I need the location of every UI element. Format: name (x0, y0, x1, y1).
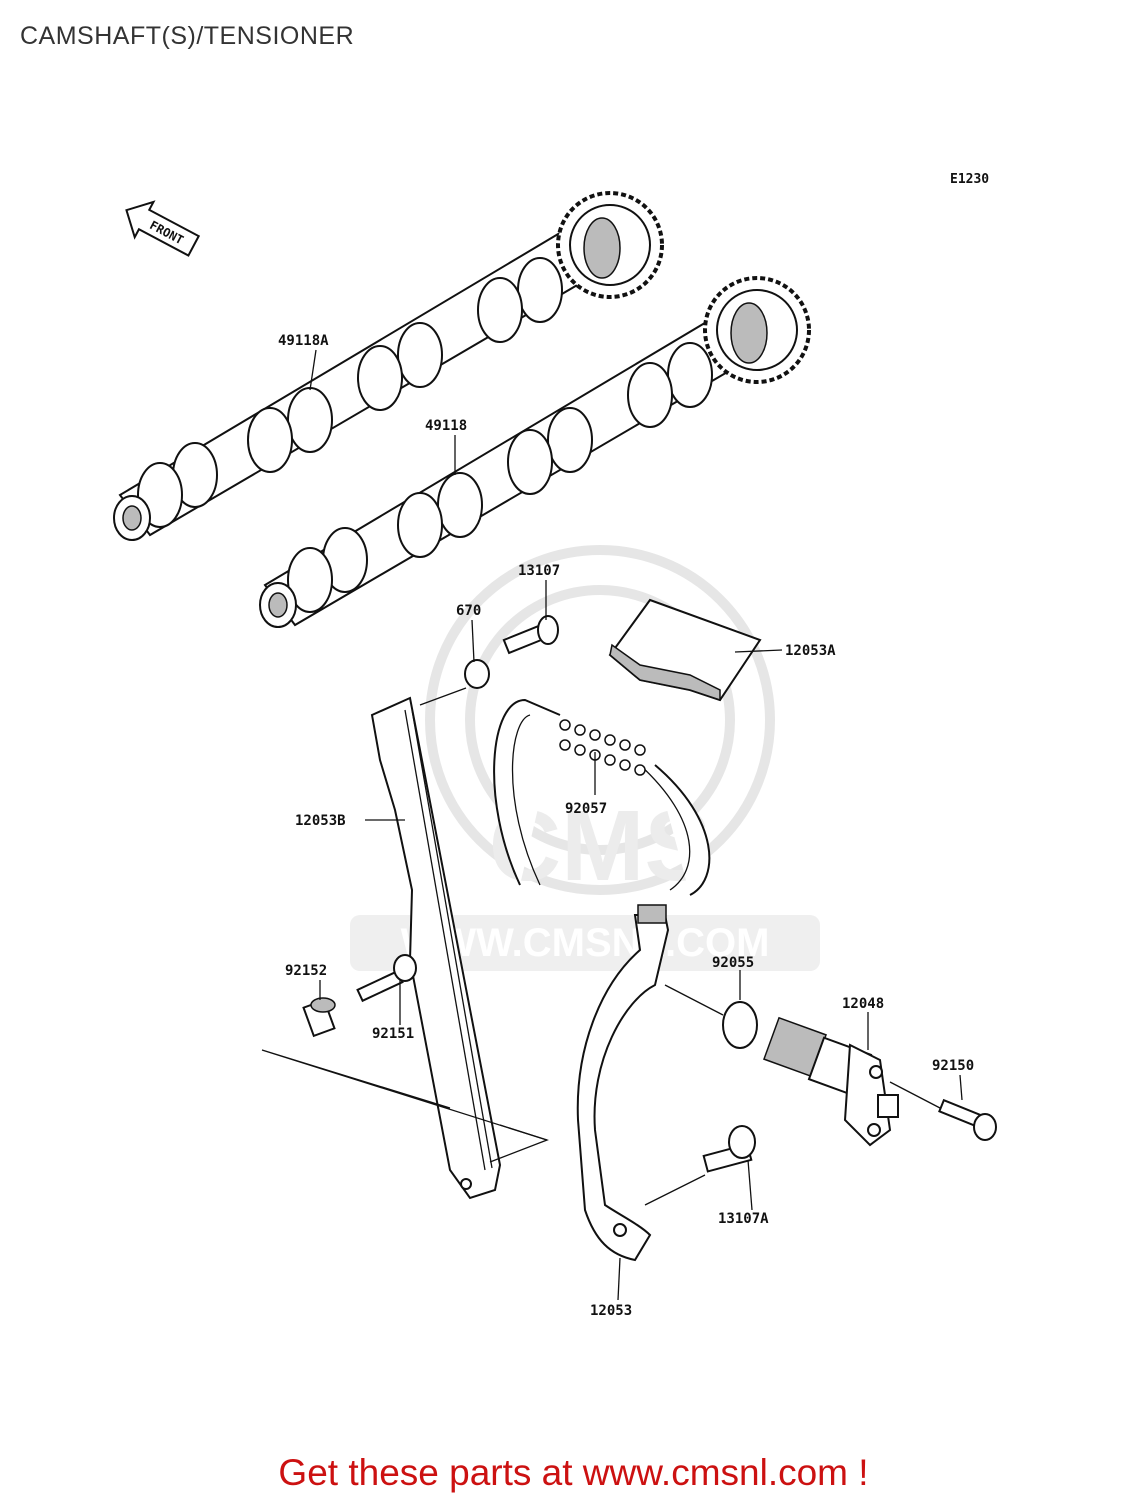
label-13107a[interactable]: 13107A (718, 1211, 769, 1227)
watermark-logo: CMS WWW.CMSNL.COM (350, 545, 820, 971)
camshaft-49118[interactable] (259, 276, 811, 628)
bolt-13107[interactable] (502, 615, 559, 655)
label-670[interactable]: 670 (456, 603, 481, 619)
camshaft-49118a[interactable] (113, 191, 664, 541)
tensioner-guide-12053[interactable] (576, 904, 670, 1262)
label-92055[interactable]: 92055 (712, 955, 754, 971)
label-92057[interactable]: 92057 (565, 801, 607, 817)
label-49118[interactable]: 49118 (425, 418, 467, 434)
bolt-92150[interactable] (938, 1098, 997, 1141)
label-92151[interactable]: 92151 (372, 1026, 414, 1042)
leader-lines (261, 349, 963, 1301)
front-arrow-icon: FRONT (125, 200, 201, 257)
label-13107[interactable]: 13107 (518, 563, 560, 579)
label-12053b[interactable]: 12053B (295, 813, 346, 829)
bolt-13107a[interactable] (702, 1125, 756, 1173)
bolt-92151[interactable] (356, 954, 417, 1003)
label-12053[interactable]: 12053 (590, 1303, 632, 1319)
chain-tensioner-12048[interactable] (763, 1016, 899, 1147)
label-92150[interactable]: 92150 (932, 1058, 974, 1074)
page-title: CAMSHAFT(S)/TENSIONER (20, 22, 355, 50)
o-ring-670[interactable] (464, 659, 490, 689)
o-ring-92055[interactable] (722, 1001, 758, 1049)
watermark-text: WWW.CMSNL.COM (401, 921, 770, 965)
label-49118a[interactable]: 49118A (278, 333, 329, 349)
timing-chain-92057[interactable] (493, 698, 711, 896)
label-12053a[interactable]: 12053A (785, 643, 836, 659)
label-92152[interactable]: 92152 (285, 963, 327, 979)
chain-guide-12053a[interactable] (608, 598, 762, 702)
diagram-reference: E1230 (950, 172, 990, 187)
collar-92152[interactable] (302, 997, 336, 1038)
label-12048[interactable]: 12048 (842, 996, 884, 1012)
chain-guide-12053b[interactable] (370, 696, 502, 1200)
footer-promo-link[interactable]: Get these parts at www.cmsnl.com ! (278, 1452, 869, 1493)
